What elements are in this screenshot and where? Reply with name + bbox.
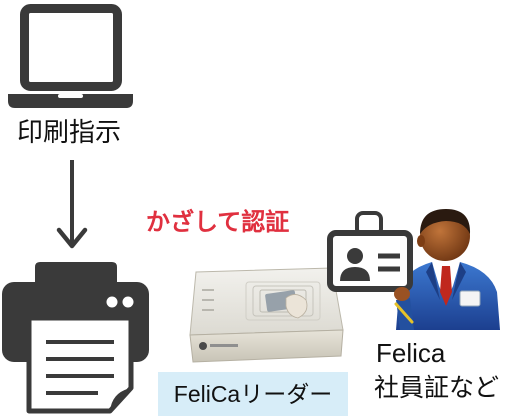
- laptop-notch: [58, 94, 83, 98]
- reader-front-face: [189, 329, 344, 363]
- ear: [417, 235, 425, 247]
- laptop-base: [8, 94, 133, 108]
- reader-label-box: FeliCaリーダー: [158, 372, 348, 416]
- arrow-down-icon: [56, 160, 88, 249]
- pen-icon: [394, 302, 414, 324]
- hair: [420, 209, 471, 234]
- businessman-icon: [396, 209, 500, 330]
- printer-icon: [2, 262, 149, 414]
- businessman-hand: [394, 287, 414, 330]
- print-instruction-label: 印刷指示: [16, 117, 121, 147]
- tie: [440, 266, 452, 306]
- felica-reader-image: [189, 267, 344, 363]
- laptop-screen: [20, 4, 122, 91]
- printer-button: [122, 296, 134, 308]
- touch-authenticate-label: かざして認証: [146, 209, 290, 236]
- chest-badge: [459, 290, 481, 307]
- lapel: [452, 262, 466, 300]
- reader-indicator-leds: [202, 289, 214, 311]
- id-card-icon: [327, 211, 413, 292]
- laptop-icon: [8, 4, 133, 108]
- printer-button: [106, 296, 118, 308]
- paper-lines: [46, 340, 114, 395]
- paper-curl: [110, 388, 131, 411]
- felica-reader-label: FeliCaリーダー: [173, 381, 333, 407]
- hand: [394, 287, 410, 301]
- reader-brand-mark: [210, 344, 238, 347]
- id-card-photo-head: [347, 248, 363, 264]
- employee-id-label: 社員証など: [374, 374, 500, 402]
- felica-card-label: Felica: [376, 338, 446, 368]
- printer-top-tray: [35, 262, 117, 286]
- id-card-photo-body: [340, 267, 370, 281]
- tap-hand-graphic: [285, 294, 308, 319]
- reader-logo: [199, 342, 207, 350]
- lapel: [426, 262, 440, 300]
